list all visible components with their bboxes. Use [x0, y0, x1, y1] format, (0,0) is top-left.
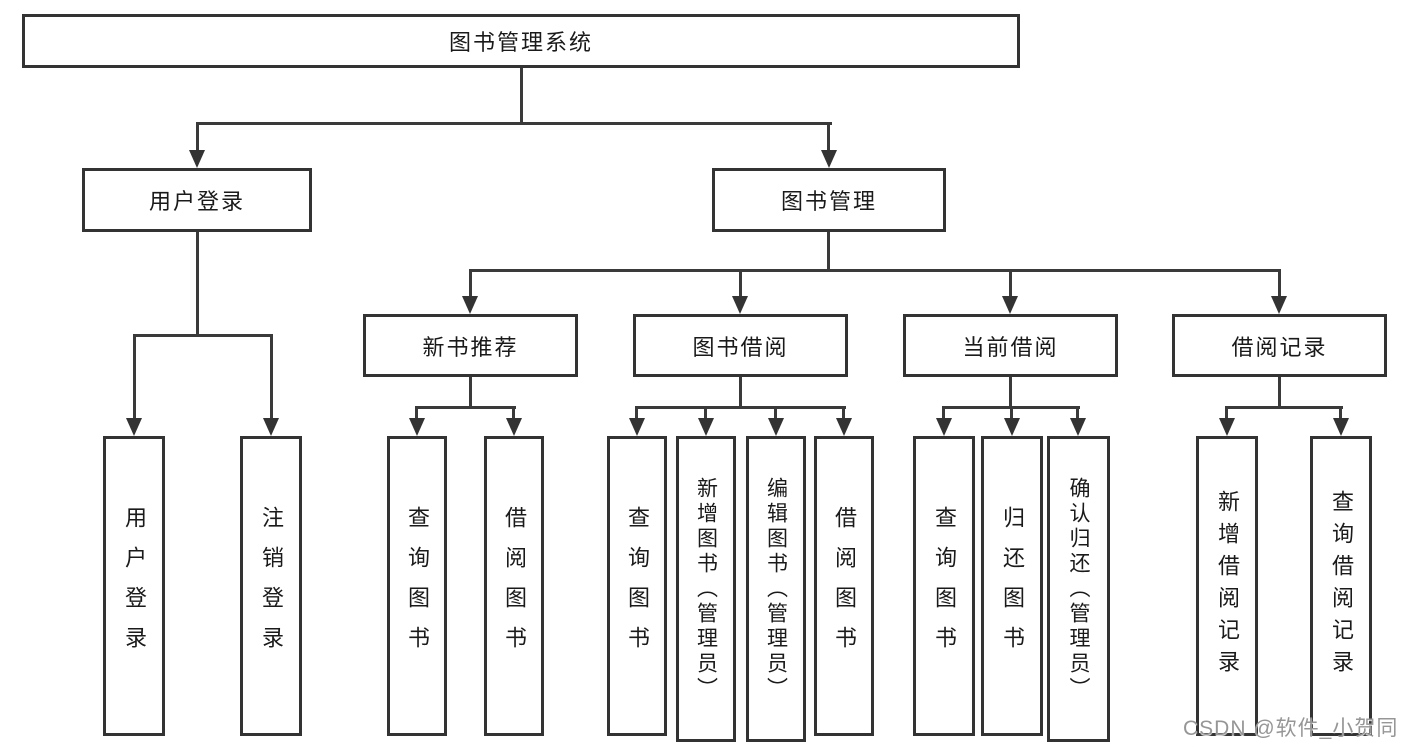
- connector-to-leaf-user-login: [133, 334, 136, 418]
- leaf-current-query-books-label: 查询图书: [932, 506, 957, 666]
- arrowhead-current-return: [1004, 418, 1020, 436]
- connector-current-3: [1076, 406, 1079, 418]
- connector-mgmt-stem: [827, 232, 830, 272]
- connector-records-stem: [1278, 377, 1281, 408]
- arrowhead-current-confirm: [1070, 418, 1086, 436]
- arrowhead-records-query: [1333, 418, 1349, 436]
- connector-to-borrowing: [739, 269, 742, 296]
- leaf-borrowing-borrow-books-label: 借阅图书: [832, 506, 857, 666]
- leaf-newbook-query-books-label: 查询图书: [405, 506, 430, 666]
- connector-borrowing-4: [842, 406, 845, 418]
- node-user-login-branch: 用户登录: [82, 168, 312, 232]
- node-book-management: 图书管理: [712, 168, 946, 232]
- connector-to-records: [1278, 269, 1281, 296]
- leaf-borrowing-query-books-label: 查询图书: [625, 506, 650, 666]
- connector-newbook-left: [415, 406, 418, 418]
- leaf-return-books: 归还图书: [981, 436, 1043, 736]
- node-borrowing-records: 借阅记录: [1172, 314, 1387, 377]
- leaf-add-books-admin: 新增图书（管理员）: [676, 436, 736, 742]
- connector-user-stem: [196, 232, 199, 336]
- leaf-current-query-books: 查询图书: [913, 436, 975, 736]
- leaf-newbook-borrow-books-label: 借阅图书: [502, 506, 527, 666]
- leaf-query-borrow-record: 查询借阅记录: [1310, 436, 1372, 736]
- arrowhead-user-branch: [189, 150, 205, 168]
- leaf-confirm-return-admin-label: 确认归还（管理员）: [1067, 476, 1090, 702]
- connector-records-1: [1225, 406, 1228, 418]
- leaf-query-borrow-record-label: 查询借阅记录: [1329, 490, 1354, 682]
- arrowhead-borrowing-query: [629, 418, 645, 436]
- watermark-text: CSDN @软件_小贺同学: [1183, 717, 1399, 740]
- connector-to-new-book: [469, 269, 472, 296]
- connector-mgmt-crossbar: [469, 269, 1281, 272]
- leaf-logout: 注销登录: [240, 436, 302, 736]
- connector-to-mgmt-branch: [827, 122, 830, 152]
- leaf-newbook-query-books: 查询图书: [387, 436, 447, 736]
- connector-newbook-crossbar: [415, 406, 516, 409]
- connector-current-stem: [1009, 377, 1012, 408]
- arrowhead-records: [1271, 296, 1287, 314]
- connector-to-leaf-logout: [270, 334, 273, 418]
- connector-user-crossbar: [133, 334, 273, 337]
- leaf-edit-books-admin: 编辑图书（管理员）: [746, 436, 806, 742]
- arrowhead-leaf-logout: [263, 418, 279, 436]
- connector-borrowing-2: [704, 406, 707, 418]
- leaf-add-borrow-record: 新增借阅记录: [1196, 436, 1258, 736]
- arrowhead-new-book: [462, 296, 478, 314]
- connector-newbook-right: [512, 406, 515, 418]
- node-root-system: 图书管理系统: [22, 14, 1020, 68]
- connector-borrowing-3: [774, 406, 777, 418]
- connector-records-2: [1339, 406, 1342, 418]
- leaf-confirm-return-admin: 确认归还（管理员）: [1047, 436, 1110, 742]
- connector-current-2: [1010, 406, 1013, 418]
- leaf-newbook-borrow-books: 借阅图书: [484, 436, 544, 736]
- leaf-user-login: 用户登录: [103, 436, 165, 736]
- arrowhead-mgmt-branch: [821, 150, 837, 168]
- arrowhead-borrowing-edit: [768, 418, 784, 436]
- leaf-add-books-admin-label: 新增图书（管理员）: [694, 476, 718, 702]
- connector-root-crossbar: [196, 122, 832, 125]
- connector-to-user-branch: [196, 122, 199, 152]
- arrowhead-borrowing-borrow: [836, 418, 852, 436]
- connector-to-current: [1009, 269, 1012, 296]
- arrowhead-newbook-query: [409, 418, 425, 436]
- arrowhead-borrowing-add: [698, 418, 714, 436]
- leaf-return-books-label: 归还图书: [1000, 506, 1025, 666]
- connector-borrowing-crossbar: [635, 406, 846, 409]
- leaf-add-borrow-record-label: 新增借阅记录: [1215, 490, 1240, 682]
- arrowhead-borrowing: [732, 296, 748, 314]
- leaf-borrowing-borrow-books: 借阅图书: [814, 436, 874, 736]
- leaf-edit-books-admin-label: 编辑图书（管理员）: [764, 476, 788, 702]
- node-current-borrowing: 当前借阅: [903, 314, 1118, 377]
- leaf-logout-label: 注销登录: [259, 506, 284, 666]
- connector-current-1: [942, 406, 945, 418]
- arrowhead-newbook-borrow: [506, 418, 522, 436]
- leaf-user-login-label: 用户登录: [122, 506, 147, 666]
- node-new-book-recommendation: 新书推荐: [363, 314, 578, 377]
- connector-root-stem: [520, 68, 523, 125]
- arrowhead-current: [1002, 296, 1018, 314]
- arrowhead-leaf-user-login: [126, 418, 142, 436]
- connector-borrowing-stem: [739, 377, 742, 408]
- connector-borrowing-1: [635, 406, 638, 418]
- arrowhead-records-add: [1219, 418, 1235, 436]
- connector-records-crossbar: [1225, 406, 1343, 409]
- arrowhead-current-query: [936, 418, 952, 436]
- node-book-borrowing: 图书借阅: [633, 314, 848, 377]
- leaf-borrowing-query-books: 查询图书: [607, 436, 667, 736]
- connector-newbook-stem: [469, 377, 472, 408]
